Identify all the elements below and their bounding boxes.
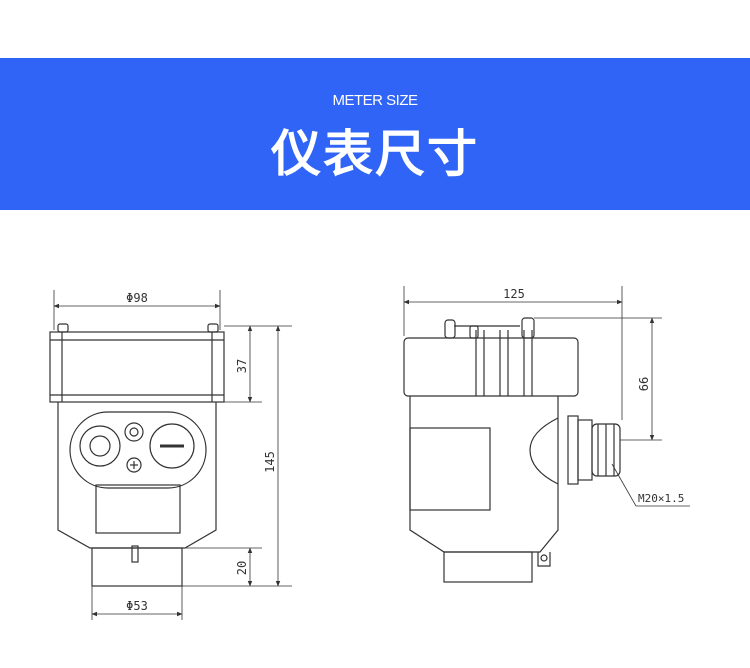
front-neck — [91, 547, 183, 587]
side-dimensions — [403, 286, 690, 507]
front-knob-right — [149, 423, 195, 469]
front-knob-left — [79, 425, 121, 467]
header-subtitle: METER SIZE — [332, 92, 418, 109]
dim-thread: M20×1.5 — [638, 492, 684, 505]
header-title: 仪表尺寸 — [271, 125, 479, 183]
dim-diameter-bottom: Φ53 — [126, 599, 148, 613]
dim-side-width: 125 — [503, 287, 525, 301]
side-cable-gland — [577, 419, 593, 481]
front-view — [49, 323, 225, 587]
side-body — [409, 396, 559, 553]
side-view — [403, 317, 621, 583]
front-pin — [131, 545, 139, 563]
front-button — [126, 457, 142, 473]
side-label-area — [409, 427, 491, 511]
side-handle-left — [444, 319, 456, 339]
dim-height-total: 145 — [263, 451, 277, 473]
front-display-window — [69, 411, 207, 489]
dim-height-bottom: 20 — [235, 561, 249, 575]
side-neck — [443, 551, 533, 583]
side-gland-dome — [529, 417, 559, 485]
front-cap — [49, 331, 225, 403]
side-lug — [537, 552, 551, 567]
front-dimensions — [53, 290, 292, 620]
dim-side-height-upper: 66 — [637, 377, 651, 391]
side-cap — [403, 337, 579, 397]
dim-height-cap: 37 — [235, 359, 249, 373]
dim-diameter-top: Φ98 — [126, 291, 148, 305]
header-banner: METER SIZE 仪表尺寸 — [0, 58, 750, 210]
front-led — [124, 422, 144, 442]
